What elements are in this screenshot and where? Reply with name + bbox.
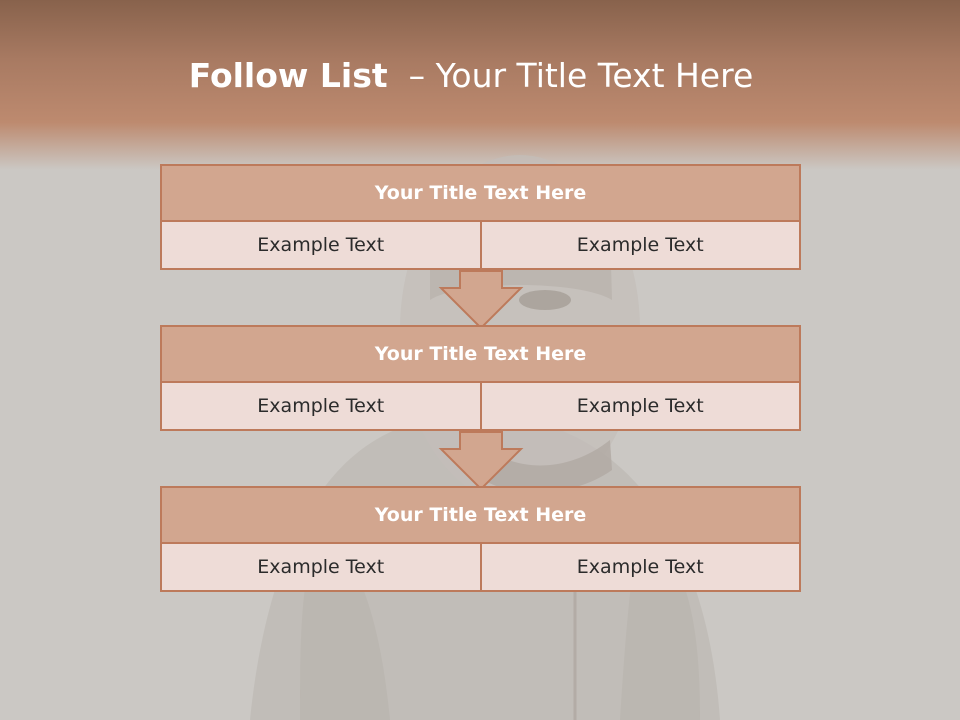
step-1-title: Your Title Text Here (162, 166, 799, 222)
header-band (0, 0, 960, 170)
step-1-row: Example Text Example Text (162, 222, 799, 268)
slide-title-bold: Follow List (188, 56, 388, 95)
down-arrow-icon (438, 431, 524, 491)
step-2-title: Your Title Text Here (162, 327, 799, 383)
slide-title-rest: – Your Title Text Here (408, 56, 754, 95)
step-1-right-text: Example Text (576, 234, 704, 256)
step-2-left-text: Example Text (162, 383, 482, 429)
step-3-title: Your Title Text Here (162, 488, 799, 544)
step-3-row: Example Text Example Text (162, 544, 799, 590)
step-3-right-text: Example Text (576, 556, 704, 578)
step-block-3: Your Title Text Here Example Text Exampl… (160, 486, 801, 592)
step-block-2: Your Title Text Here Example Text Exampl… (160, 325, 801, 431)
step-3-left-text: Example Text (162, 544, 482, 590)
step-block-1: Your Title Text Here Example Text Exampl… (160, 164, 801, 270)
step-2-right-text: Example Text (576, 395, 704, 417)
down-arrow-icon (438, 270, 524, 330)
step-2-row: Example Text Example Text (162, 383, 799, 429)
slide-title: Follow List – Your Title Text Here (0, 54, 942, 98)
step-1-left-text: Example Text (162, 222, 482, 268)
